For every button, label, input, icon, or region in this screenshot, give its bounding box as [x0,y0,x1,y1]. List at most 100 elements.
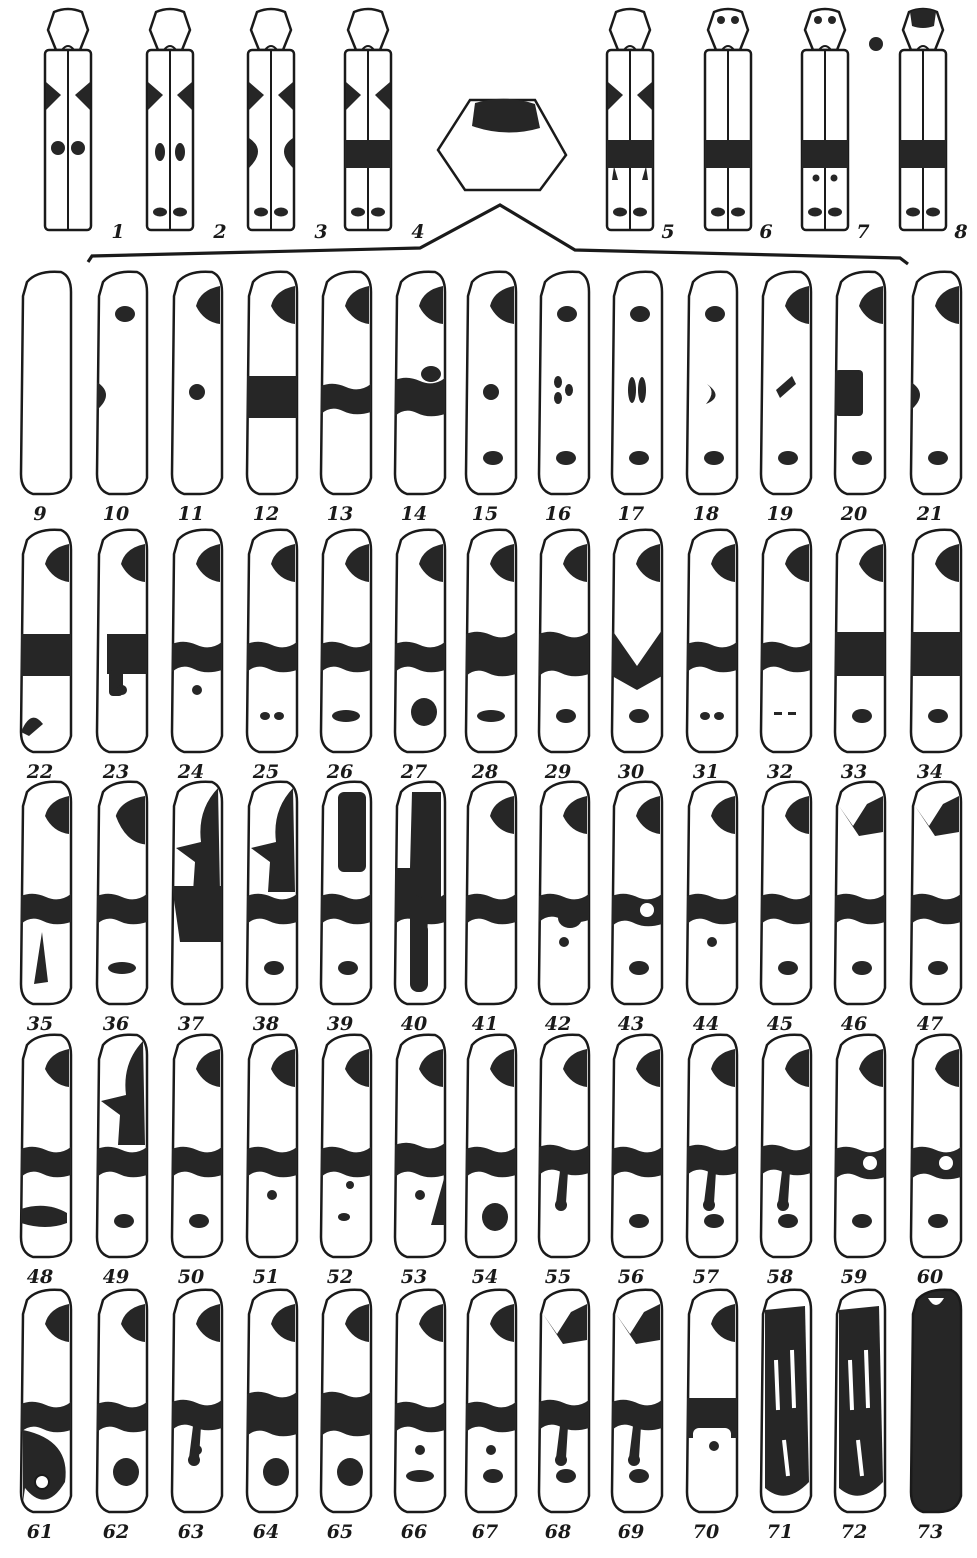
spot [558,908,582,928]
spot [555,1454,567,1466]
spot [628,1454,640,1466]
head-spot [814,16,822,24]
spot [828,208,842,217]
figure-number: 20 [840,503,867,525]
elytron-23: 23 [97,530,147,783]
spot [926,208,940,217]
spot [114,1214,134,1228]
spot [808,208,822,217]
elytron-28: 28 [466,530,516,783]
elytron-46: 46 [835,782,885,1035]
elytron-73: 73 [911,1290,961,1543]
elytron-41: 41 [466,782,516,1035]
stray-dot [869,37,883,51]
figure-number: 44 [693,1013,719,1035]
spot [337,1458,363,1486]
beetle-5: 5 [607,9,675,243]
elytron-72: 72 [835,1290,885,1543]
spot [557,306,577,322]
figure-number: 64 [253,1521,279,1543]
spot [731,208,745,217]
figure-number: 36 [103,1013,129,1035]
beetle-1: 1 [45,9,125,243]
figure-number: 9 [33,503,46,525]
elytron-59: 59 [835,1035,885,1288]
figure-number: 18 [693,503,719,525]
figure-number: 6 [759,221,772,243]
elytron-13: 13 [321,272,371,525]
elytron-48: 48 [21,1035,71,1288]
spot [482,1203,508,1231]
spot [153,208,167,217]
figure-number: 47 [917,1013,943,1035]
figure-number: 60 [917,1266,943,1288]
elytron-12: 12 [247,272,297,525]
elytron-62: 62 [97,1290,147,1543]
beetle-8: 8 [900,9,968,243]
beetle-3: 3 [248,9,328,243]
spot [117,685,127,695]
figure-number: 49 [103,1266,129,1288]
spot [788,712,796,715]
band [607,140,653,168]
elytron-61: 61 [21,1290,71,1543]
spot [338,792,366,872]
figure-number: 42 [545,1013,571,1035]
elytron-37: 37 [172,782,222,1035]
spot [774,712,782,715]
band [911,1147,961,1180]
figure-number: 16 [545,503,571,525]
spot [613,208,627,217]
figure-number: 46 [841,1013,867,1035]
elytron-9: 9 [21,272,71,525]
figure-number: 40 [401,1013,427,1035]
band [835,1147,885,1180]
spot [852,451,872,465]
band [835,632,885,676]
grouping-bracket [88,205,908,264]
elytron-31: 31 [687,530,737,783]
elytron-36: 36 [97,782,147,1035]
elytron-53: 53 [395,1035,445,1288]
spot [51,141,65,155]
elytron-71: 71 [761,1290,811,1543]
spot [629,451,649,465]
spot [711,208,725,217]
elytron-57: 57 [687,1035,737,1288]
spot [338,961,358,975]
elytron-35: 35 [21,782,71,1035]
spot [813,175,820,182]
elytron-26: 26 [321,530,371,783]
elytron-outline [97,272,147,494]
elytron-15: 15 [466,272,516,525]
elytron-22: 22 [21,530,71,783]
elytron-67: 67 [466,1290,516,1543]
figure-number: 23 [102,761,129,783]
figure-number: 7 [856,221,869,243]
spot [703,1199,715,1211]
spot [852,709,872,723]
spot [274,208,288,217]
band [395,1143,445,1178]
spot [629,961,649,975]
band [802,140,848,168]
head [251,9,291,50]
figure-number: 5 [661,221,674,243]
band [539,632,589,677]
spot [267,1190,277,1200]
figure-number: 56 [618,1266,644,1288]
hole [35,1475,49,1489]
elytron-29: 29 [539,530,589,783]
figure-number: 8 [953,221,967,243]
elytron-70: 70 [687,1290,737,1543]
elytron-21: 21 [911,272,961,525]
elytron-68: 68 [539,1290,589,1543]
spot [630,306,650,322]
spot [559,937,569,947]
band [466,632,516,677]
spot [421,366,441,382]
spot [189,1214,209,1228]
figure-number: 30 [618,761,644,783]
spot [852,1214,872,1228]
band [321,1392,371,1437]
